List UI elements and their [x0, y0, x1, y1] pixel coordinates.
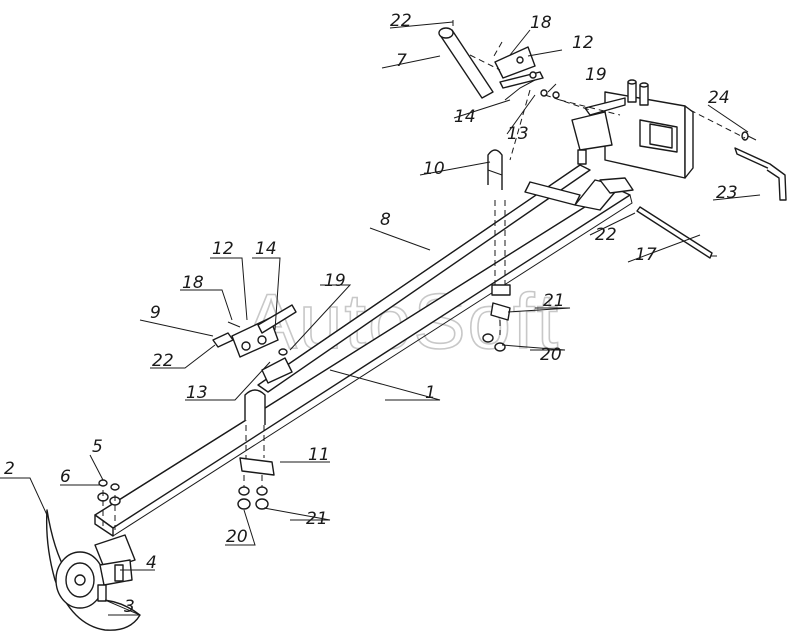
callout-12-top: 12 [572, 33, 594, 53]
callout-19-top: 19 [585, 65, 607, 85]
arm [438, 27, 560, 101]
callout-1: 1 [425, 383, 436, 403]
callout-2: 2 [4, 459, 15, 479]
callout-20-bottom: 20 [226, 527, 248, 547]
callout-6: 6 [60, 467, 71, 487]
diagonal-brace [257, 162, 591, 393]
callout-10: 10 [423, 159, 445, 179]
callout-5: 5 [92, 437, 103, 457]
callout-22-top: 22 [390, 11, 412, 31]
callouts: 22 18 12 7 19 14 13 24 10 23 8 22 17 12 … [4, 11, 738, 617]
callout-22-right: 22 [595, 225, 617, 245]
callout-12-front: 12 [212, 239, 234, 259]
callout-14-front: 14 [255, 239, 277, 259]
callout-23: 23 [716, 183, 738, 203]
leader-lines [0, 21, 761, 616]
callout-21-bottom: 21 [306, 509, 328, 529]
callout-3: 3 [124, 597, 135, 617]
callout-18-top: 18 [530, 13, 552, 33]
callout-8: 8 [380, 210, 391, 230]
callout-13-front: 13 [186, 383, 208, 403]
callout-11: 11 [308, 445, 330, 465]
callout-7: 7 [396, 51, 407, 71]
callout-13-top: 13 [507, 124, 529, 144]
rod [636, 206, 717, 259]
callout-22-front: 22 [152, 351, 174, 371]
main-beam [94, 185, 633, 537]
hitch-frame [571, 79, 694, 179]
front-bracket [212, 304, 297, 358]
u-bolt-front [237, 357, 293, 510]
coulter-disc [46, 479, 141, 631]
handle-pin [734, 131, 787, 201]
callout-14-top: 14 [454, 107, 476, 127]
callout-24: 24 [708, 88, 730, 108]
callout-17: 17 [635, 245, 657, 265]
callout-21-right: 21 [543, 291, 565, 311]
assembly-lines [102, 20, 746, 530]
callout-20-right: 20 [540, 345, 562, 365]
callout-4: 4 [146, 553, 157, 573]
callout-9: 9 [150, 303, 161, 323]
callout-18-front: 18 [182, 273, 204, 293]
callout-19-front: 19 [324, 271, 346, 291]
cross-member [524, 177, 634, 211]
